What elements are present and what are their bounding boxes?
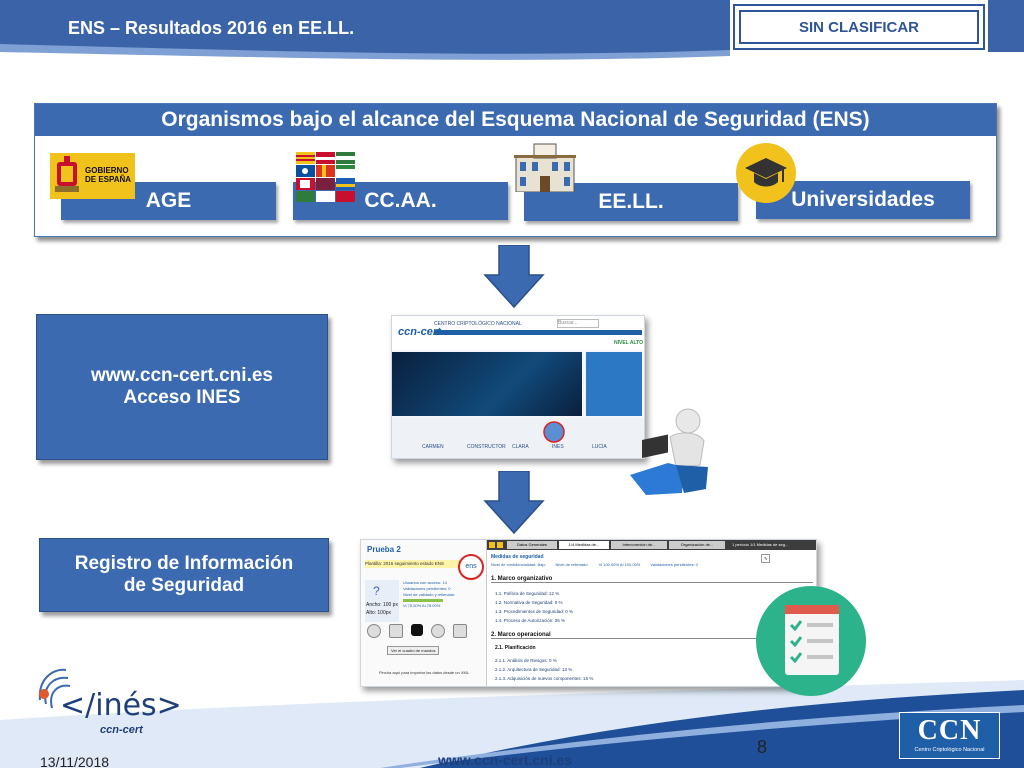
classification-label: SIN CLASIFICAR xyxy=(739,10,979,44)
ines-logo-sub: ccn-cert xyxy=(100,724,143,736)
op-measures-list: 2.1.1. Análisis de Riesgos: 0 % 2.1.2. A… xyxy=(495,656,593,683)
org-measures-list: 1.1. Política de Seguridad: 12 % 1.2. No… xyxy=(495,589,573,625)
ines-plantilla: Plantilla: 2016 seguimiento estado ENS xyxy=(365,560,460,568)
ines-app-screenshot: Prueba 2 Plantilla: 2016 seguimiento est… xyxy=(360,539,817,687)
prev-page-icon[interactable] xyxy=(497,542,503,548)
registro-box: Registro de Información de Seguridad xyxy=(39,538,329,612)
ancho-label: Ancho: 100 px xyxy=(366,602,398,608)
validation-level: Nivel de validado y rellenado: xyxy=(403,592,456,597)
ines-prueba-title: Prueba 2 xyxy=(367,545,401,554)
measures-status-row: Nivel de confidencialidad: Bajo Nivel de… xyxy=(491,562,698,567)
website-search-input[interactable]: Buscar... xyxy=(557,319,599,328)
gobierno-logo-line1: GOBIERNO xyxy=(85,166,129,175)
regional-flags-icon xyxy=(296,152,355,202)
fill-level-label: Nivel de rellenado: xyxy=(555,562,589,567)
town-hall-icon xyxy=(514,143,576,192)
pending-validations: Validaciones pendientes: 0 xyxy=(403,586,451,591)
list-item[interactable]: 1.4. Proceso de Autorización: 25 % xyxy=(495,618,566,623)
tool-lucia[interactable]: LUCIA xyxy=(592,444,607,450)
list-item[interactable]: 1.2. Normativa de Seguridad: 0 % xyxy=(495,600,563,605)
question-icon: ? xyxy=(373,584,380,598)
validation-percent: Vi 75.00% Ai 75.00% xyxy=(403,603,441,608)
ccn-tagline: CENTRO CRIPTOLÓGICO NACIONAL xyxy=(434,321,522,327)
registro-line2: de Seguridad xyxy=(123,575,245,596)
fingerprint-icon xyxy=(38,668,71,709)
power-icon[interactable] xyxy=(411,624,423,636)
alert-level-label: NIVEL ALTO xyxy=(614,340,643,346)
tool-ines[interactable]: INES xyxy=(552,444,564,450)
tool-clara[interactable]: CLARA xyxy=(512,444,529,450)
ines-access-label: Acceso INES xyxy=(123,387,241,408)
list-item[interactable]: 1.3. Procedimientos de Seguridad: 0 % xyxy=(495,609,574,614)
document-icon[interactable] xyxy=(389,624,403,638)
marco-organizativo-heading: 1. Marco organizativo xyxy=(491,576,813,583)
dashboard-button[interactable]: Ver el cuadro de mandos xyxy=(387,646,440,655)
validation-progress-bar xyxy=(403,599,443,602)
gobierno-logo-line2: DE ESPAÑA xyxy=(85,175,132,184)
graduation-cap-icon xyxy=(736,143,796,203)
classification-badge: SIN CLASIFICAR xyxy=(733,4,985,50)
planificacion-heading: 2.1. Planificación xyxy=(495,645,536,651)
marco-operacional-heading: 2. Marco operacional xyxy=(491,632,813,639)
confidentiality-level: Nivel de confidencialidad: Bajo xyxy=(491,562,546,567)
alto-label: Alto: 100px xyxy=(366,610,392,616)
ines-logo-text: </inés> xyxy=(60,688,182,723)
user-at-laptop-icon xyxy=(630,408,708,495)
registro-line1: Registro de Información xyxy=(74,553,294,574)
gobierno-logo: GOBIERNO DE ESPAÑA xyxy=(50,153,135,199)
ines-left-info: Usuarios con acceso: 14 Validaciones pen… xyxy=(403,580,455,609)
website-nav-bar xyxy=(434,330,642,335)
ines-access-box: www.ccn-cert.cni.es Acceso INES xyxy=(36,314,328,460)
down-arrow-icon xyxy=(483,245,545,309)
export-icon[interactable] xyxy=(431,624,445,638)
website-tools-row: CARMEN CONSTRUCTOR CLARA INES LUCIA xyxy=(392,418,644,458)
ccn-logo-text: CCN xyxy=(917,715,982,746)
fill-level-value: Vi 100.00% Ai 100.00% xyxy=(598,562,641,567)
list-item[interactable]: 2.1.3. Adquisición de nuevos componentes… xyxy=(495,676,594,681)
users-count: Usuarios con acceso: 14 xyxy=(403,580,447,585)
website-tiles xyxy=(586,352,642,416)
checklist-icon xyxy=(756,586,866,696)
list-item[interactable]: 1.1. Política de Seguridad: 12 % xyxy=(495,591,560,596)
tab-datos-generales[interactable]: Datos Generales xyxy=(507,541,557,549)
edit-mode-button[interactable]: ✎ xyxy=(761,554,771,563)
ccn-cert-website-screenshot: ccn-cert CENTRO CRIPTOLÓGICO NACIONAL Bu… xyxy=(391,315,645,459)
footer-url[interactable]: www.ccn-cert.cni.es xyxy=(438,752,573,768)
first-page-icon[interactable] xyxy=(489,542,495,548)
ccn-cert-url: www.ccn-cert.cni.es xyxy=(91,365,273,386)
coat-of-arms-icon xyxy=(55,156,79,192)
down-arrow-icon xyxy=(483,471,545,535)
website-hero-banner xyxy=(392,352,582,416)
ens-panel-title: Organismos bajo el alcance del Esquema N… xyxy=(35,104,996,136)
settings-icon[interactable] xyxy=(367,624,381,638)
ines-left-panel: Prueba 2 Plantilla: 2016 seguimiento est… xyxy=(361,540,487,686)
tool-constructor[interactable]: CONSTRUCTOR xyxy=(467,444,506,450)
ines-avatar-placeholder: ? Ancho: 100 px Alto: 100px xyxy=(365,580,399,622)
ines-tool-highlight-icon xyxy=(543,421,565,443)
measures-heading: Medidas de seguridad xyxy=(491,554,544,560)
tab-medidas[interactable]: 1/4 Medidas de... xyxy=(559,541,609,549)
ccn-cert-brand: ccn-cert xyxy=(398,326,441,338)
pending-count: Validaciones pendientes: 0 xyxy=(650,562,698,567)
ines-tab-bar: Datos Generales 1/4 Medidas de... Interc… xyxy=(487,540,816,550)
page-info: 1 período 1/1 Medidas de seg... xyxy=(732,542,789,547)
xml-import-link[interactable]: Pincha aquí para importar los datos desd… xyxy=(379,670,470,675)
tab-interconexion[interactable]: Interconexión de... xyxy=(611,541,667,549)
tool-carmen[interactable]: CARMEN xyxy=(422,444,444,450)
ccn-logo-sub: Centro Criptológico Nacional xyxy=(914,747,985,753)
database-icon[interactable] xyxy=(453,624,467,638)
ines-logo-icon: ens xyxy=(458,554,484,580)
ccn-logo: CCN Centro Criptológico Nacional xyxy=(899,712,1000,759)
ines-action-icons xyxy=(367,624,467,638)
slide-title: ENS – Resultados 2016 en EE.LL. xyxy=(68,18,355,38)
list-item[interactable]: 2.1.2. Arquitectura de Seguridad: 13 % xyxy=(495,667,573,672)
tab-organizacion[interactable]: Organización de... xyxy=(669,541,725,549)
page-number: 8 xyxy=(757,737,768,757)
footer-date: 13/11/2018 xyxy=(40,754,110,770)
list-item[interactable]: 2.1.1. Análisis de Riesgos: 0 % xyxy=(495,658,557,663)
